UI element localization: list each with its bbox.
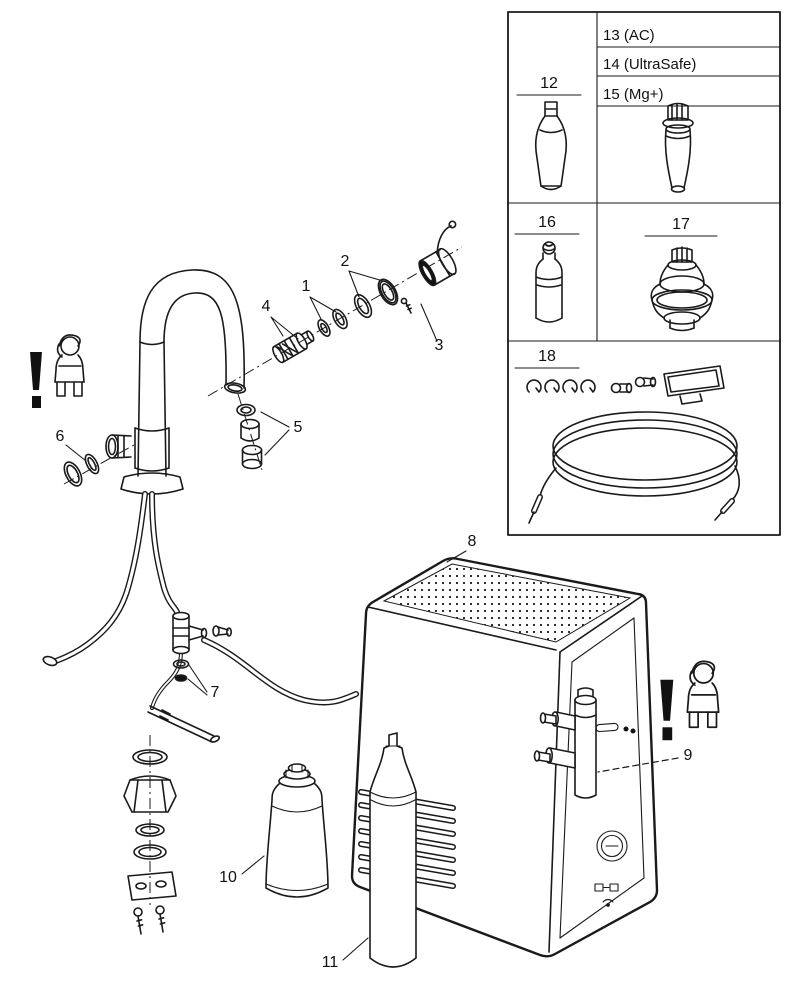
filter-cartridge <box>265 763 329 898</box>
legend-15-label: 15 (Mg+) <box>603 86 663 103</box>
callouts: 1 2 3 4 5 6 7 8 9 10 11 <box>56 253 693 971</box>
legend-18-bracket-illustration <box>663 365 725 405</box>
mounting-hardware <box>123 749 177 935</box>
legend-panel: 12 13 (AC) 14 (UltraSafe) 15 (Mg+) 16 <box>507 11 781 536</box>
washer-medium <box>332 308 348 330</box>
dial-button <box>596 830 628 862</box>
chrome-ring <box>377 278 399 306</box>
side-panel-outline <box>559 617 645 939</box>
legend-filter-cartridge-illustration <box>662 102 694 193</box>
faucet-body <box>120 269 247 495</box>
faucet-handle-parts <box>63 434 132 487</box>
legend-17-label: 17 <box>672 216 690 233</box>
faucet-assembly <box>63 220 463 495</box>
washer-small <box>317 319 331 337</box>
cartridge-part <box>272 330 315 364</box>
small-washers <box>172 659 190 682</box>
supply-hoses <box>42 491 359 935</box>
centerline-spout <box>237 393 263 471</box>
ventilation-dotted-top <box>382 563 632 643</box>
centerline-handle <box>63 444 135 485</box>
caution-installer-icon-right <box>659 660 720 742</box>
legend-16-label: 16 <box>538 214 556 231</box>
callout-4: 4 <box>262 298 271 315</box>
legend-12-label: 12 <box>540 75 558 92</box>
co2-bottle <box>369 732 417 968</box>
callout-10: 10 <box>219 869 237 886</box>
callout-1: 1 <box>302 278 311 295</box>
cooling-connections <box>533 687 597 799</box>
callout-6: 6 <box>56 428 65 445</box>
o-ring <box>353 293 373 319</box>
callout-11: 11 <box>322 954 339 971</box>
check-valve-fitting <box>172 611 233 655</box>
legend-14-label: 14 (UltraSafe) <box>603 56 696 73</box>
legend-18-label: 18 <box>538 348 556 365</box>
legend-18-fittings-illustration <box>610 376 657 394</box>
caution-installer-icon-left <box>29 334 85 409</box>
callout-9: 9 <box>684 747 693 764</box>
callout-7: 7 <box>211 684 220 701</box>
legend-18-clips-illustration <box>526 379 596 393</box>
callout-3: 3 <box>435 337 444 354</box>
legend-16-bottle-illustration <box>535 241 563 323</box>
legend-17-filter-head-illustration <box>650 246 714 332</box>
supply-tube <box>147 705 221 743</box>
legend-13-label: 13 (AC) <box>603 27 655 44</box>
legend-18-hose-coil-illustration <box>528 411 741 524</box>
mousseur-parts <box>236 403 263 470</box>
callout-5: 5 <box>294 419 303 436</box>
callout-8: 8 <box>468 533 477 550</box>
spout-end-cap <box>418 220 457 287</box>
callout-2: 2 <box>341 253 350 270</box>
small-screw <box>400 297 412 314</box>
legend-12-bottle-illustration <box>534 101 568 191</box>
